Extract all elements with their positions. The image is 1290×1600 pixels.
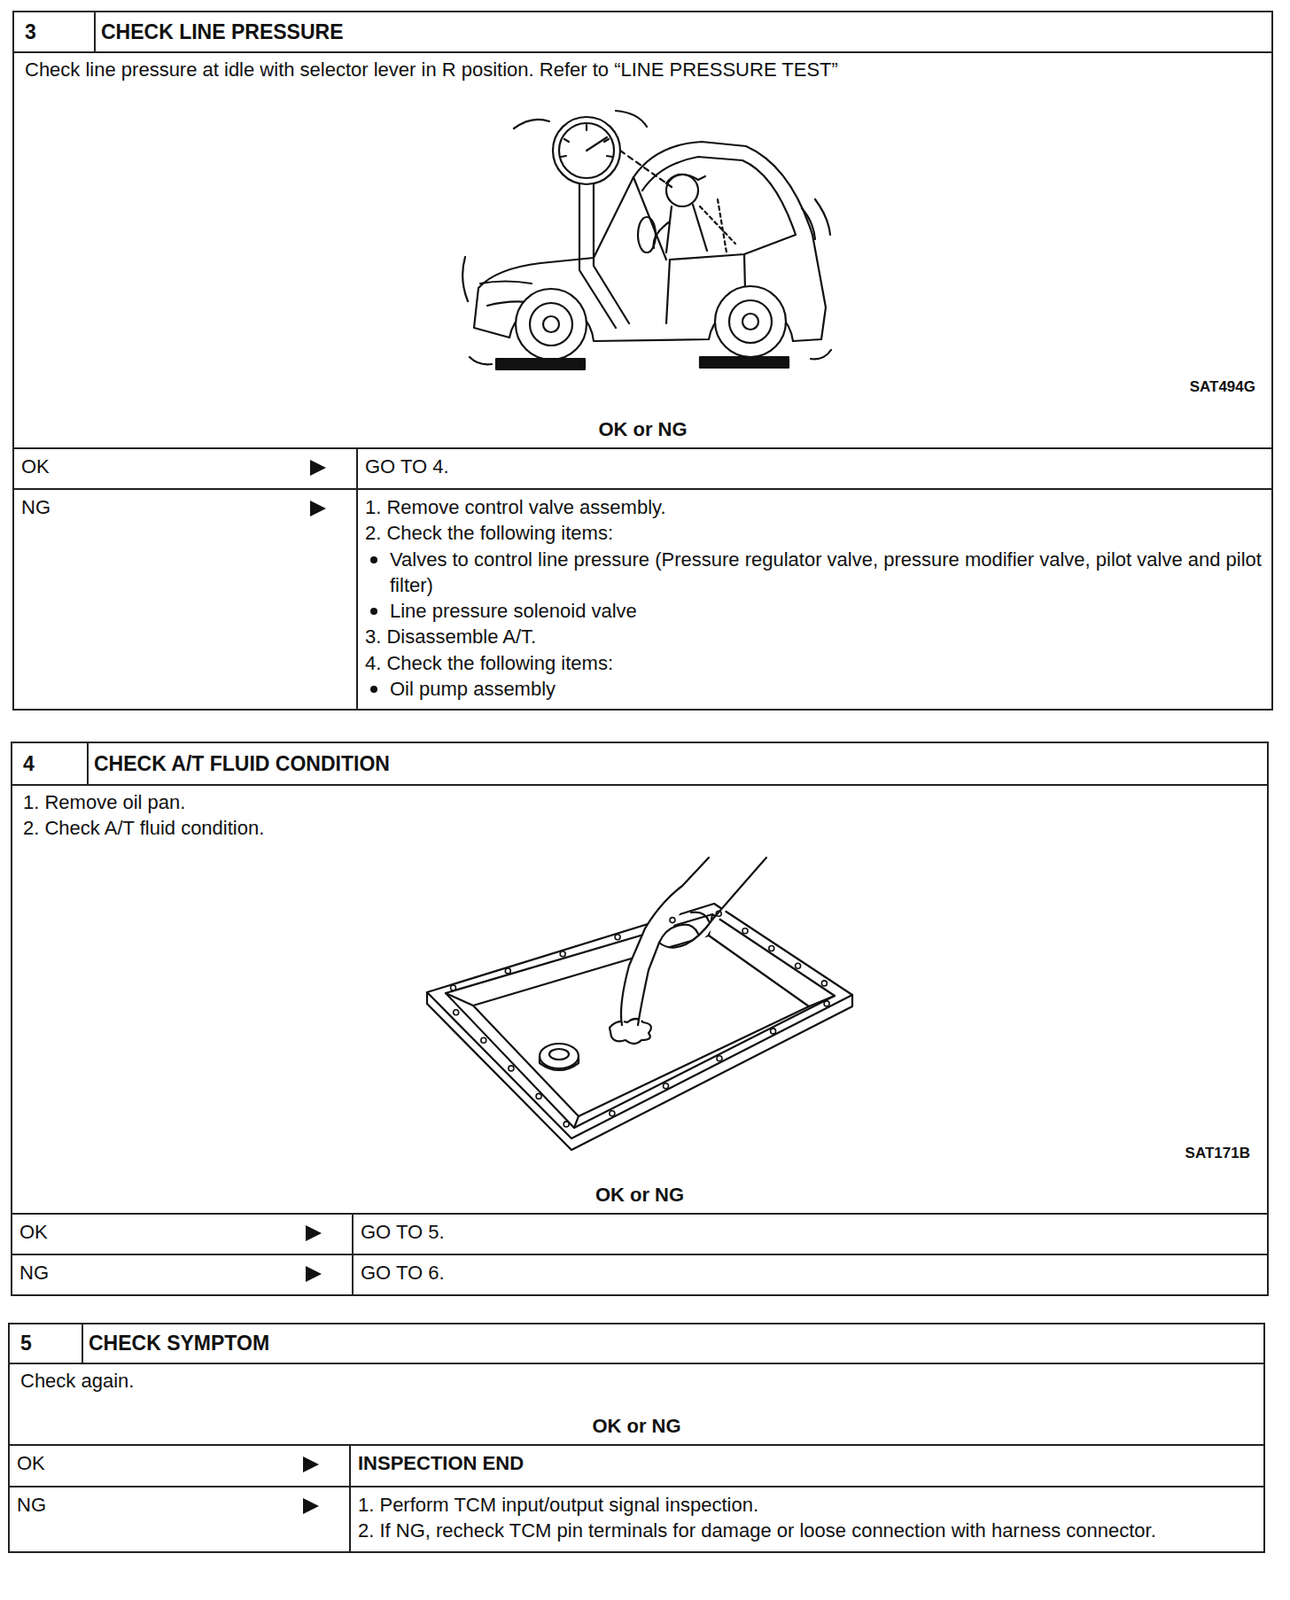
line-pressure-test-illustration — [460, 101, 842, 377]
result-row: OK GO TO 5. — [12, 1212, 1267, 1254]
action-text: GO TO 4. — [365, 453, 1265, 480]
action-cell: INSPECTION END — [349, 1445, 1264, 1486]
step-number-cell: 3 — [14, 12, 96, 52]
action-text: 1. Remove control valve assembly. — [365, 494, 1265, 521]
bolt-hole — [769, 946, 775, 952]
action-text: 4. Check the following items: — [365, 650, 1265, 677]
step-number: 4 — [23, 750, 35, 778]
action-text: 2. Check the following items: — [365, 520, 1265, 546]
step-box: 4 CHECK A/T FLUID CONDITION 1. Remove oil … — [10, 741, 1269, 1297]
figure-code: SAT494G — [1189, 377, 1256, 398]
result-row: OK GO TO 4. — [14, 447, 1272, 489]
bolt-hole — [536, 1093, 542, 1099]
bolt-hole — [715, 910, 722, 917]
bolt-hole — [795, 963, 801, 969]
action-text: Valves to control line pressure (Pressur… — [365, 546, 1265, 599]
step-title-cell: CHECK A/T FLUID CONDITION — [88, 743, 390, 785]
bolt-hole — [563, 1121, 569, 1127]
arrow-symbol — [309, 458, 327, 477]
ok-or-ng: OK or NG — [23, 1181, 1257, 1208]
ok-or-ng: OK or NG — [20, 1413, 1253, 1439]
result-row: NG GO TO 6. — [12, 1253, 1267, 1295]
action-text: INSPECTION END — [357, 1450, 1257, 1477]
arrow-symbol — [302, 1497, 320, 1516]
bolt-hole — [669, 917, 676, 924]
bolt-hole — [742, 928, 748, 934]
step-header: 3 CHECK LINE PRESSURE — [14, 12, 1272, 54]
result-cell: NG — [12, 1255, 352, 1295]
action-text: 3. Disassemble A/T. — [365, 623, 1265, 650]
bolt-hole — [770, 1028, 777, 1034]
bolt-hole — [559, 951, 566, 957]
ok-or-ng: OK or NG — [24, 416, 1261, 443]
result-cell: OK — [9, 1445, 350, 1486]
bolt-hole — [609, 1111, 615, 1117]
result-row: NG 1. Perform TCM input/output signal ins… — [9, 1485, 1264, 1552]
bolt-hole — [614, 934, 621, 941]
result-label: NG — [16, 1492, 342, 1518]
step-box: 5 CHECK SYMPTOM Check again. OK or NG OK INSP… — [7, 1322, 1266, 1554]
action-text: 2. If NG, recheck TCM pin terminals for … — [357, 1517, 1257, 1544]
arrow-symbol — [304, 1265, 323, 1283]
action-text: 1. Perform TCM input/output signal inspe… — [357, 1492, 1257, 1518]
bolt-hole — [821, 980, 827, 987]
step-body: Check again. OK or NG — [9, 1364, 1264, 1445]
arrow-symbol — [302, 1455, 320, 1474]
bolt-hole — [453, 1010, 459, 1016]
step-title: CHECK SYMPTOM — [88, 1329, 270, 1358]
step-title-cell: CHECK LINE PRESSURE — [95, 12, 343, 52]
action-cell: 1. Perform TCM input/output signal inspe… — [349, 1487, 1264, 1552]
action-text: GO TO 6. — [360, 1259, 1260, 1286]
bolt-hole — [481, 1037, 487, 1043]
bolt-hole — [663, 1083, 669, 1089]
oil-pan-illustration — [416, 850, 869, 1161]
step-body: Check line pressure at idle with selecto… — [14, 53, 1272, 448]
arrow-symbol — [309, 499, 327, 518]
result-cell: OK — [14, 449, 357, 489]
result-label: OK — [21, 453, 350, 480]
step-body: 1. Remove oil pan.2. Check A/T fluid con… — [12, 785, 1267, 1213]
result-label: NG — [21, 494, 350, 521]
bolt-hole — [505, 968, 511, 974]
result-cell: NG — [9, 1487, 350, 1552]
instruction-text: Check again. — [20, 1367, 1253, 1394]
bolt-hole — [450, 985, 457, 991]
step-header: 4 CHECK A/T FLUID CONDITION — [12, 743, 1267, 786]
arrow-symbol — [304, 1224, 323, 1243]
action-cell: GO TO 4. — [356, 449, 1272, 489]
step-number: 5 — [20, 1329, 32, 1358]
step-title: CHECK LINE PRESSURE — [101, 18, 343, 47]
action-cell: 1. Remove control valve assembly.2. Chec… — [356, 489, 1272, 709]
result-label: OK — [16, 1450, 342, 1477]
figure-code: SAT171B — [1185, 1143, 1251, 1165]
step-box: 3 CHECK LINE PRESSURE Check line pressure … — [12, 10, 1274, 711]
result-label: NG — [19, 1259, 345, 1286]
action-cell: GO TO 6. — [351, 1255, 1267, 1295]
instruction-text: 1. Remove oil pan. — [23, 789, 1257, 816]
action-text: Oil pump assembly — [365, 676, 1265, 702]
action-text: GO TO 5. — [360, 1219, 1260, 1245]
bolt-hole — [508, 1065, 514, 1072]
step-number-cell: 5 — [9, 1324, 84, 1363]
step-number-cell: 4 — [12, 743, 89, 785]
instruction-text: 2. Check A/T fluid condition. — [23, 815, 1257, 841]
step-title-cell: CHECK SYMPTOM — [83, 1324, 270, 1363]
result-cell: OK — [12, 1214, 352, 1254]
result-label: OK — [19, 1219, 345, 1245]
bolt-hole — [716, 1056, 723, 1062]
action-text: Line pressure solenoid valve — [365, 598, 1265, 624]
bolt-hole — [823, 1001, 830, 1007]
step-header: 5 CHECK SYMPTOM — [9, 1324, 1264, 1365]
step-number: 3 — [24, 18, 37, 47]
action-cell: GO TO 5. — [351, 1214, 1267, 1254]
result-row: NG1. Remove control valve assembly.2. Ch… — [14, 488, 1272, 709]
instruction-text: Check line pressure at idle with selecto… — [24, 56, 1261, 83]
step-title: CHECK A/T FLUID CONDITION — [93, 750, 390, 778]
result-row: OK INSPECTION END — [9, 1444, 1264, 1486]
result-cell: NG — [14, 489, 357, 709]
